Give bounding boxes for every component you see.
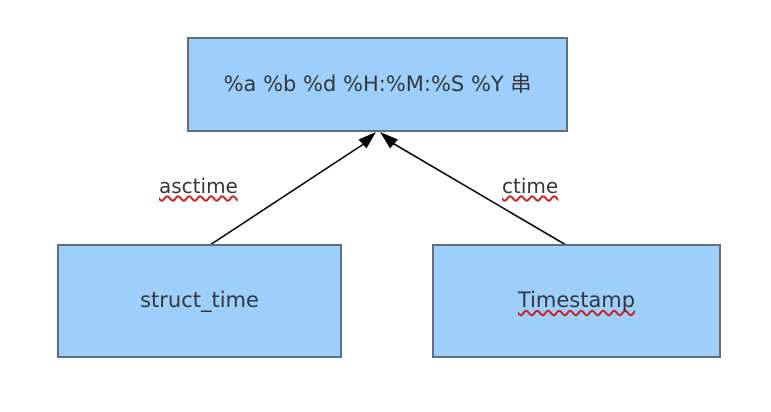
edge-ctime-arrowhead xyxy=(380,132,398,149)
node-struct-time-label: struct_time xyxy=(140,288,259,313)
node-format-string-label: %a %b %d %H:%M:%S %Y 串 xyxy=(223,71,532,96)
edge-asctime-arrowhead xyxy=(358,132,376,149)
node-timestamp-label: Timestamp xyxy=(517,288,636,313)
node-struct-time[interactable]: struct_time xyxy=(57,244,342,358)
node-timestamp[interactable]: Timestamp xyxy=(432,244,721,358)
node-format-string[interactable]: %a %b %d %H:%M:%S %Y 串 xyxy=(187,37,568,132)
edge-label-asctime: asctime xyxy=(159,176,238,196)
edge-label-ctime-text: ctime xyxy=(502,174,559,198)
edge-label-ctime: ctime xyxy=(502,176,558,196)
edge-label-asctime-text: asctime xyxy=(159,174,238,198)
